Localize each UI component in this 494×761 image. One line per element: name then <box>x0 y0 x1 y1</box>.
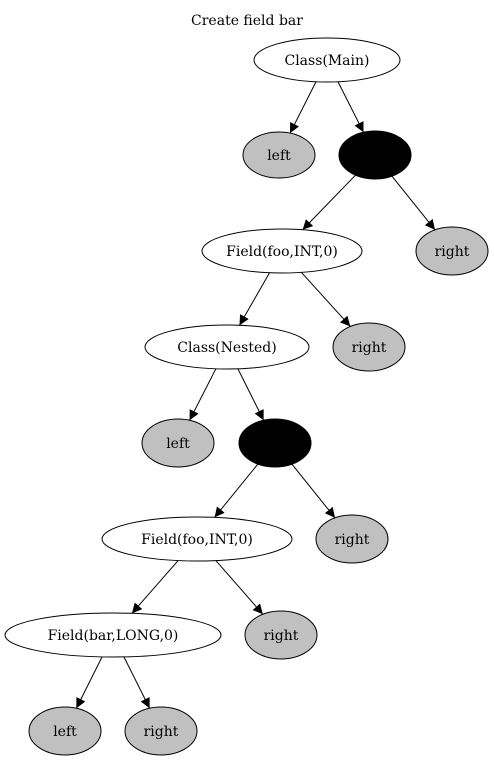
tree-node-n15: right <box>124 706 198 756</box>
node-label: Class(Main) <box>284 53 369 69</box>
node-ellipse <box>242 131 316 179</box>
node-ellipse <box>101 516 293 562</box>
tree-node-n4: Field(foo,INT,0) <box>201 228 363 274</box>
node-label: Field(bar,LONG,0) <box>48 628 179 644</box>
node-ellipse <box>144 324 310 370</box>
node-ellipse <box>244 610 318 660</box>
node-label: right <box>264 628 299 644</box>
node-ellipse <box>141 418 215 468</box>
node-ellipse <box>4 612 222 658</box>
tree-node-n13: right <box>244 610 318 660</box>
edge-n10-n13 <box>215 560 264 615</box>
node-ellipse <box>253 37 401 83</box>
edge-n9-n11 <box>291 463 336 519</box>
node-label: right <box>144 724 179 740</box>
tree-node-n11: right <box>315 514 389 564</box>
node-ellipse <box>415 226 489 276</box>
edge-n1-n2 <box>289 81 317 134</box>
nodes-layer: Class(Main)leftField(foo,INT,0)rightClas… <box>4 37 489 756</box>
diagram-title: Create field bar <box>191 13 303 29</box>
node-label: Class(Nested) <box>177 340 276 356</box>
tree-node-n3 <box>338 130 412 180</box>
node-ellipse <box>338 130 412 180</box>
tree-node-n12: Field(bar,LONG,0) <box>4 612 222 658</box>
node-label: right <box>335 532 370 548</box>
tree-node-n5: right <box>415 226 489 276</box>
edge-n3-n5 <box>391 175 436 231</box>
node-ellipse <box>315 514 389 564</box>
edge-n4-n7 <box>300 272 351 327</box>
node-ellipse <box>238 418 312 468</box>
tree-node-n9 <box>238 418 312 468</box>
edge-n4-n6 <box>239 272 270 326</box>
node-label: left <box>267 148 291 164</box>
edge-n3-n4 <box>302 174 356 231</box>
tree-node-n1: Class(Main) <box>253 37 401 83</box>
node-label: right <box>352 340 387 356</box>
node-ellipse <box>201 228 363 274</box>
edge-n9-n10 <box>214 463 259 518</box>
node-label: left <box>53 724 77 740</box>
edge-n6-n8 <box>189 368 217 421</box>
edge-n12-n15 <box>123 656 151 709</box>
tree-node-n6: Class(Nested) <box>144 324 310 370</box>
edge-n1-n3 <box>337 81 364 133</box>
node-ellipse <box>124 706 198 756</box>
tree-node-n10: Field(foo,INT,0) <box>101 516 293 562</box>
edge-n10-n12 <box>131 560 179 614</box>
tree-node-n2: left <box>242 131 316 179</box>
tree-node-n7: right <box>332 322 406 372</box>
node-label: Field(foo,INT,0) <box>141 532 253 548</box>
node-ellipse <box>332 322 406 372</box>
node-ellipse <box>28 706 102 756</box>
tree-node-n8: left <box>141 418 215 468</box>
node-label: right <box>435 244 470 260</box>
node-label: left <box>166 436 190 452</box>
edge-n6-n9 <box>237 368 265 421</box>
edges-layer <box>75 81 436 709</box>
tree-node-n14: left <box>28 706 102 756</box>
edge-n12-n14 <box>75 656 103 709</box>
node-label: Field(foo,INT,0) <box>226 244 338 260</box>
